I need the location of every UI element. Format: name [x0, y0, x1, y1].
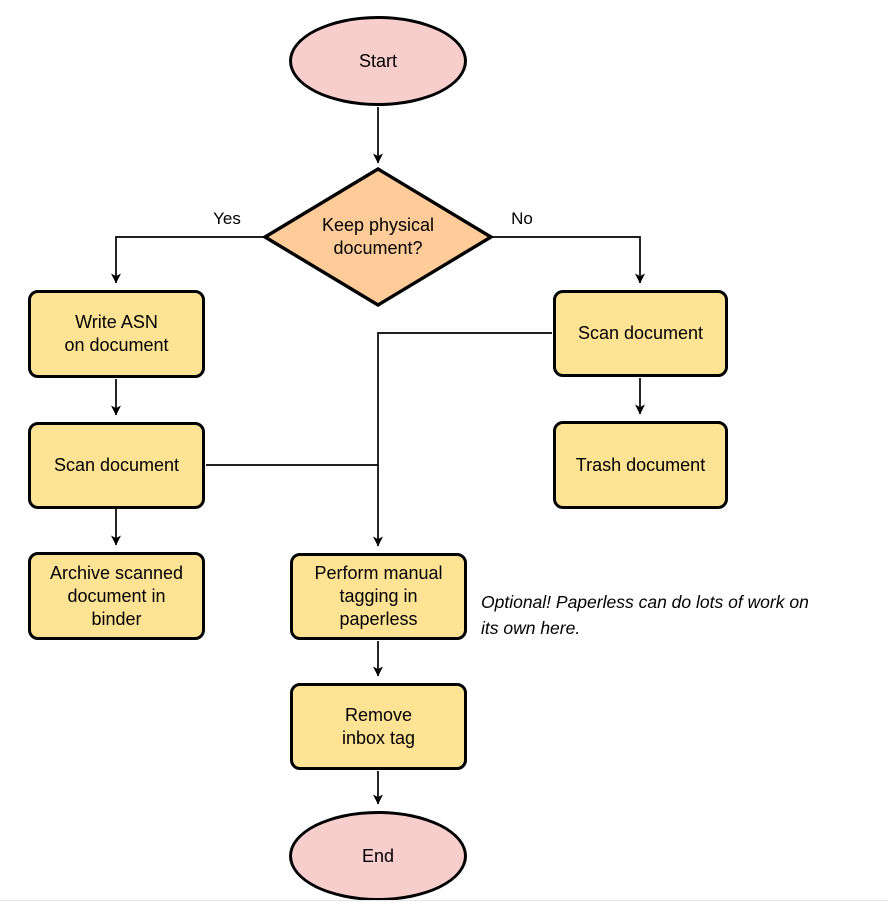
page-bottom-divider [0, 900, 888, 901]
node-decision: Keep physical document? [278, 195, 478, 279]
node-remove-inbox-tag-label: Remove inbox tag [341, 704, 416, 748]
node-end-label: End [361, 845, 395, 866]
node-start: Start [289, 16, 467, 106]
node-archive-document-label: Archive scanned document in binder [49, 562, 184, 629]
edge-decision-yes-to-write-asn [111, 236, 264, 284]
node-end: End [289, 811, 467, 901]
node-scan-document-right-label: Scan document [577, 323, 704, 343]
node-start-label: Start [358, 50, 397, 71]
edge-label-yes: Yes [213, 209, 241, 228]
node-scan-document-left: Scan document [28, 422, 205, 509]
edge-scan-right-to-tagging [373, 332, 552, 547]
decision-diamond-shape [261, 167, 495, 307]
node-archive-document: Archive scanned document in binder [28, 552, 205, 640]
node-manual-tagging-label: Perform manual tagging in paperless [314, 563, 443, 629]
node-trash-document: Trash document [553, 421, 728, 509]
node-decision-label: Keep physical document? [321, 215, 435, 258]
node-remove-inbox-tag: Remove inbox tag [290, 683, 467, 770]
optional-annotation: Optional! Paperless can do lots of work … [481, 592, 809, 638]
edge-label-no: No [511, 209, 533, 228]
edge-decision-no-to-scan [492, 236, 645, 284]
node-write-asn: Write ASN on document [28, 290, 205, 378]
node-trash-document-label: Trash document [575, 454, 706, 475]
node-scan-document-left-label: Scan document [53, 455, 180, 475]
node-scan-document-right: Scan document [553, 290, 728, 377]
node-manual-tagging: Perform manual tagging in paperless [290, 553, 467, 640]
node-write-asn-label: Write ASN on document [64, 312, 169, 355]
